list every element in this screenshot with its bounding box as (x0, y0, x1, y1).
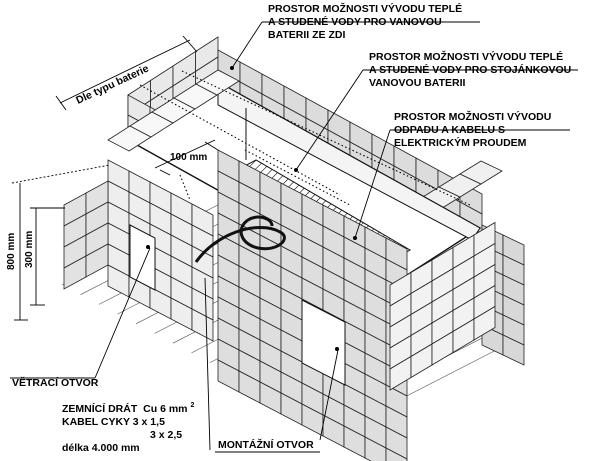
vent-opening-label: VĚTRACÍ OTVOR (12, 376, 99, 389)
standing-outlet-dot (294, 168, 298, 172)
dimension-800 (11, 164, 111, 321)
tile (195, 69, 240, 96)
dimension-100 (154, 139, 219, 176)
tile (473, 305, 496, 341)
ground-wire-label: ZEMNÍCÍ DRÁT Cu 6 mm 2 (62, 402, 194, 415)
cable-length-label: délka 4.000 mm (62, 442, 140, 454)
drain-label-3: ELEKTRICKÝM PROUDEM (394, 136, 527, 149)
dimension-800-label: 800 mm (6, 233, 17, 270)
wall-outlet-dot (230, 66, 234, 70)
cable-label-2: 3 x 2,5 (150, 429, 182, 441)
battery-type-dimension (55, 35, 198, 111)
dimension-300-label: 300 mm (24, 231, 35, 268)
standing-outlet-label-2: A STUDENÉ VODY PRO STOJÁNKOVOU (369, 63, 571, 76)
drain-label-1: PROSTOR MOŽNOSTI VÝVODU (394, 110, 551, 123)
mount-dot (335, 347, 339, 351)
standing-outlet-label-1: PROSTOR MOŽNOSTI VÝVODU TEPLÉ (369, 50, 563, 63)
wall-outlet-label-2: A STUDENÉ VODY PRO VANOVOU (268, 15, 442, 28)
dimension-300 (30, 207, 65, 306)
cable-label-1: KABEL CYKY 3 x 1,5 (62, 416, 165, 428)
drain-dot (353, 236, 357, 240)
tile (385, 447, 408, 461)
dotted-leaders (139, 70, 471, 206)
tile (502, 334, 525, 366)
drain-label-2: ODPADU A KABELU S (394, 124, 505, 136)
callout-leaders (10, 21, 578, 453)
dimension-100-label: 100 mm (170, 152, 207, 163)
wall-outlet-label-3: BATERII ZE ZDI (268, 29, 345, 41)
vent-opening (129, 224, 156, 291)
standing-outlet-label-3: VANOVOU BATERII (369, 77, 466, 89)
vent-dot (146, 245, 150, 249)
mount-opening (301, 299, 346, 386)
cable-coil (194, 215, 286, 263)
tile (85, 243, 109, 278)
tile (364, 436, 387, 461)
wall-outlet-label-1: PROSTOR MOŽNOSTI VÝVODU TEPLÉ (268, 2, 462, 15)
tile (459, 160, 503, 185)
mount-opening-label: MONTÁŽNÍ OTVOR (218, 438, 314, 451)
